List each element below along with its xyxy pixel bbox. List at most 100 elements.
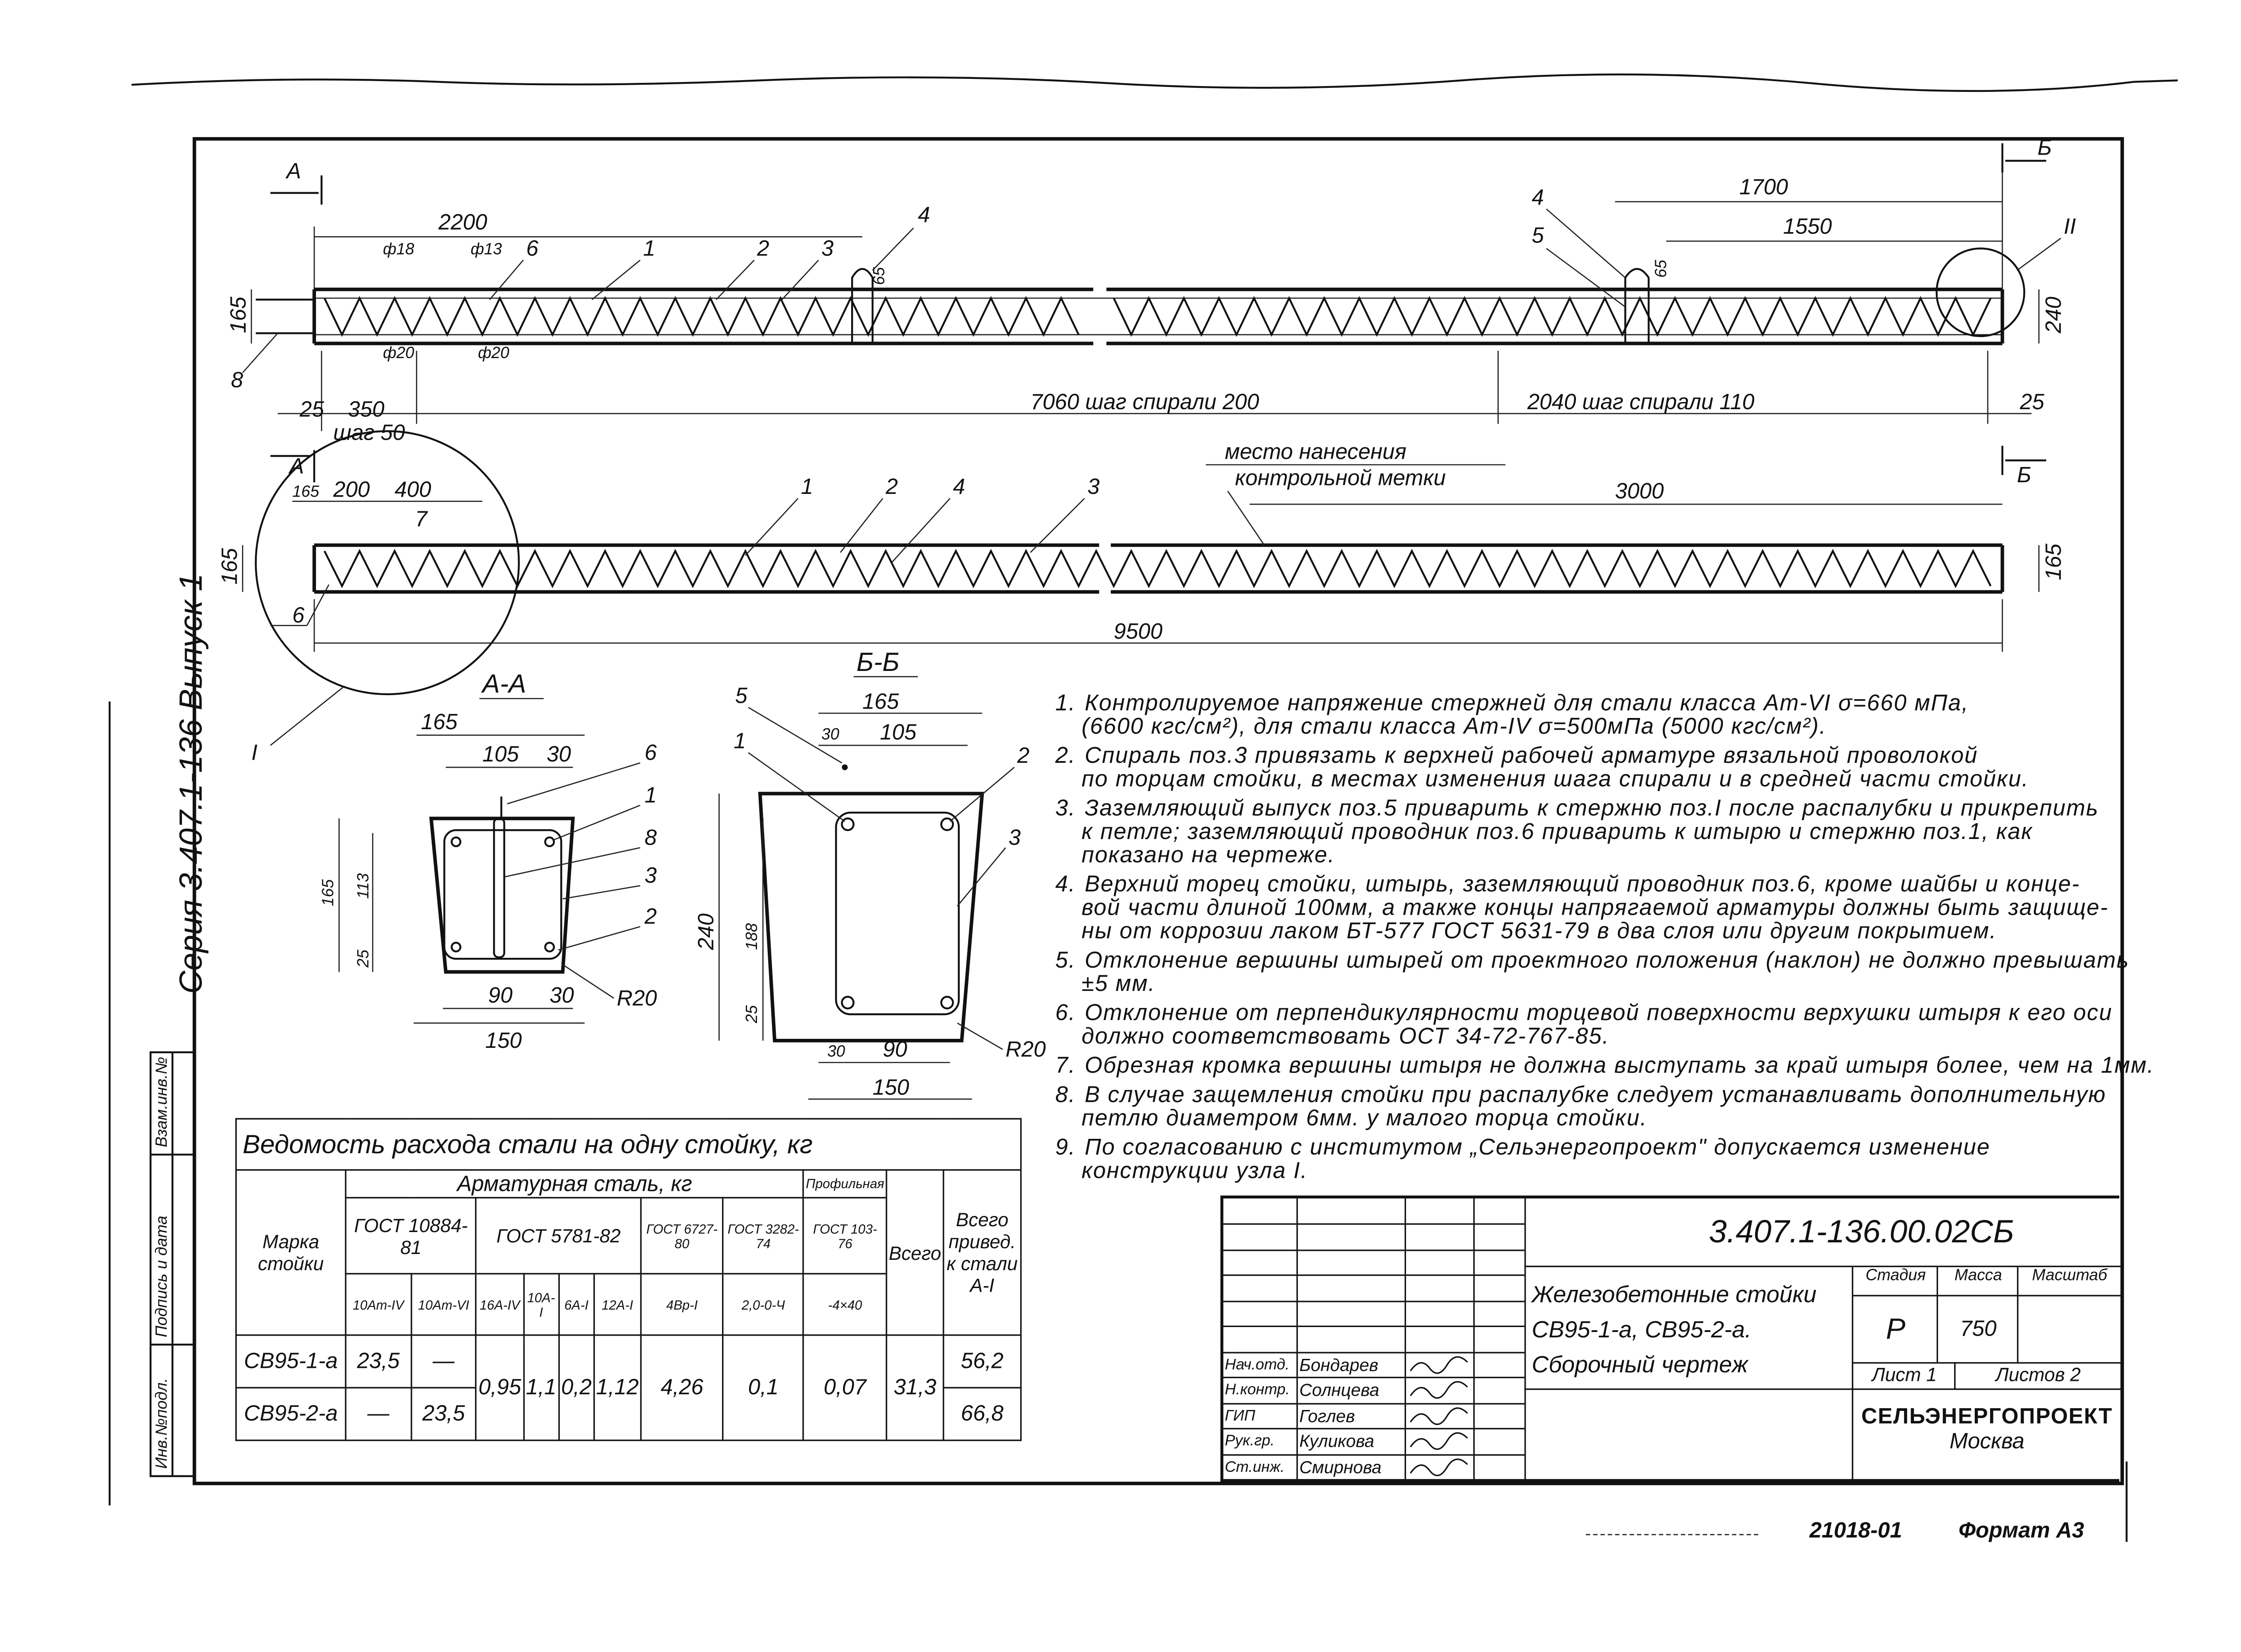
header-rebar: Арматурная сталь, кг <box>345 1169 805 1199</box>
svg-text:R20: R20 <box>617 986 657 1011</box>
svg-text:3: 3 <box>645 864 657 888</box>
gost-3282: ГОСТ 3282-74 <box>722 1197 805 1275</box>
note-line: конструкции узла I. <box>1055 1160 2122 1184</box>
top-trim-line <box>131 74 2178 92</box>
cell: 4,26 <box>640 1334 724 1441</box>
note-line: ны от коррозии лаком БТ-577 ГОСТ 5631-79… <box>1055 919 2122 944</box>
svg-text:165: 165 <box>292 483 320 501</box>
svg-text:4: 4 <box>918 203 930 227</box>
signer-name: Смирнова <box>1296 1453 1405 1479</box>
org-name: СЕЛЬЭНЕРГОПРОЕКТ <box>1861 1404 2113 1430</box>
stage-label: Стадия <box>1852 1266 1938 1297</box>
svg-text:25: 25 <box>2020 390 2045 414</box>
svg-text:165: 165 <box>421 710 458 734</box>
note-number: 3. <box>1055 796 1076 822</box>
grade: 10Ат-IV <box>345 1273 412 1336</box>
note-text: ны от коррозии лаком БТ-577 ГОСТ 5631-79… <box>1082 919 1997 944</box>
note-text: В случае защемления стойки при распалубк… <box>1085 1083 2107 1108</box>
section-bb: Б-Б 165 30 105 240 188 25 30 90 150 R20 … <box>694 648 1046 1100</box>
svg-text:4: 4 <box>953 475 965 499</box>
svg-text:Б-Б: Б-Б <box>857 648 900 677</box>
note-item: 2.Спираль поз.3 привязать к верхней рабо… <box>1055 744 2122 792</box>
svg-text:4: 4 <box>1532 186 1544 210</box>
cell: — <box>410 1334 477 1388</box>
note-text: По согласованию с институтом „Сельэнерго… <box>1085 1135 1990 1161</box>
svg-text:25: 25 <box>299 397 324 421</box>
grid-cell <box>1404 1224 1474 1250</box>
svg-text:ф20: ф20 <box>383 344 414 362</box>
note-line: по торцам стойки, в местах изменения шаг… <box>1055 768 2122 792</box>
table-row: СВ95-1-а 23,5 — 0,95 1,1 0,2 1,12 4,26 0… <box>235 1334 1022 1441</box>
svg-text:2: 2 <box>1017 744 1030 768</box>
pin-pos4 <box>851 268 874 344</box>
svg-text:1550: 1550 <box>1783 215 1832 239</box>
signature <box>1404 1351 1474 1377</box>
node-ii-circle <box>1935 247 2025 337</box>
cell: 0,2 <box>558 1334 595 1441</box>
grid-cell <box>1296 1249 1405 1275</box>
note-item: 9. По согласованию с институтом „Сельэнер… <box>1055 1135 2122 1184</box>
note-number: 5. <box>1055 948 1076 973</box>
svg-text:6: 6 <box>292 603 305 627</box>
note-text: Заземляющий выпуск поз.5 приварить к сте… <box>1085 796 2099 822</box>
header-mark: Марка стойки <box>235 1169 346 1336</box>
series-title: Серия 3.407.1-136 Выпуск 1 <box>173 573 209 994</box>
grade: 2,0-0-Ч <box>722 1273 805 1336</box>
note-item: 7.Обрезная кромка вершины штыря не должн… <box>1055 1055 2153 1078</box>
svg-text:165: 165 <box>226 296 251 333</box>
pin-pos5 <box>1624 268 1650 344</box>
note-text: конструкции узла I. <box>1082 1159 1308 1184</box>
note-item: 6.Отклонение от перпендикулярности торце… <box>1055 1002 2122 1050</box>
note-number: 4. <box>1055 872 1076 898</box>
svg-text:1: 1 <box>645 783 657 807</box>
inventory-number: 21018-01 <box>1809 1518 1902 1543</box>
table-title: Ведомость расхода стали на одну стойку, … <box>235 1118 1022 1171</box>
grid-cell <box>1223 1224 1297 1250</box>
note-line: 8. В случае защемления стойки при распалу… <box>1055 1083 2122 1108</box>
grade: 10А-I <box>522 1273 560 1336</box>
stamp-signature-label: Подпись и дата <box>152 1216 170 1337</box>
note-text: (6600 кгс/см²), для стали класса Ат-IV σ… <box>1082 714 1827 740</box>
gost-103: ГОСТ 103-76 <box>803 1197 887 1275</box>
note-text: должно соответствовать ОСТ 34-72-767-85. <box>1082 1024 1610 1050</box>
gost-10884: ГОСТ 10884-81 <box>345 1197 477 1275</box>
svg-text:2200: 2200 <box>438 210 487 234</box>
grid-cell <box>1223 1198 1296 1224</box>
svg-text:350: 350 <box>348 397 385 421</box>
node-i-circle <box>255 430 520 696</box>
note-number: 2. <box>1055 744 1076 769</box>
cell: 1,1 <box>522 1334 560 1441</box>
grid-cell <box>1223 1249 1297 1275</box>
svg-text:8: 8 <box>231 368 243 392</box>
scale-value <box>2017 1295 2121 1364</box>
note-number: 8. <box>1055 1083 1076 1108</box>
svg-text:5: 5 <box>735 684 748 708</box>
svg-text:1: 1 <box>734 729 746 753</box>
grid-cell <box>1473 1453 1525 1479</box>
signature <box>1404 1453 1474 1479</box>
gost-6727: ГОСТ 6727-80 <box>640 1197 724 1275</box>
organization: СЕЛЬЭНЕРГОПРОЕКТ Москва <box>1852 1388 2121 1481</box>
note-number: 9. <box>1055 1135 1076 1161</box>
note-text: ±5 мм. <box>1082 972 1156 997</box>
svg-text:3000: 3000 <box>1615 479 1664 503</box>
signer-role: ГИП <box>1223 1402 1297 1428</box>
svg-text:ф20: ф20 <box>478 344 509 362</box>
grade: 16А-IV <box>475 1273 524 1336</box>
grid-cell <box>1473 1402 1525 1428</box>
cell-reduced: 66,8 <box>943 1387 1022 1441</box>
cell-total: 31,3 <box>886 1334 944 1441</box>
note-line: 7.Обрезная кромка вершины штыря не должн… <box>1055 1055 2153 1078</box>
grade: 12А-I <box>593 1273 642 1336</box>
svg-text:30: 30 <box>827 1042 845 1060</box>
sheet-number: Лист 1 <box>1852 1362 1956 1390</box>
note-item: 1.Контролируемое напряжение стержней для… <box>1055 691 2122 740</box>
note-text: Контролируемое напряжение стержней для с… <box>1085 691 1969 716</box>
sheet-frame <box>192 137 2124 1485</box>
note-line: показано на чертеже. <box>1055 844 2122 868</box>
section-aa: А-А 165 105 30 165 113 25 90 30 150 R20 … <box>319 670 658 1053</box>
signer-role: Н.контр. <box>1223 1377 1297 1402</box>
note-text: вой части длиной 100мм, а также концы на… <box>1082 895 2109 921</box>
grid-cell <box>1473 1326 1525 1352</box>
